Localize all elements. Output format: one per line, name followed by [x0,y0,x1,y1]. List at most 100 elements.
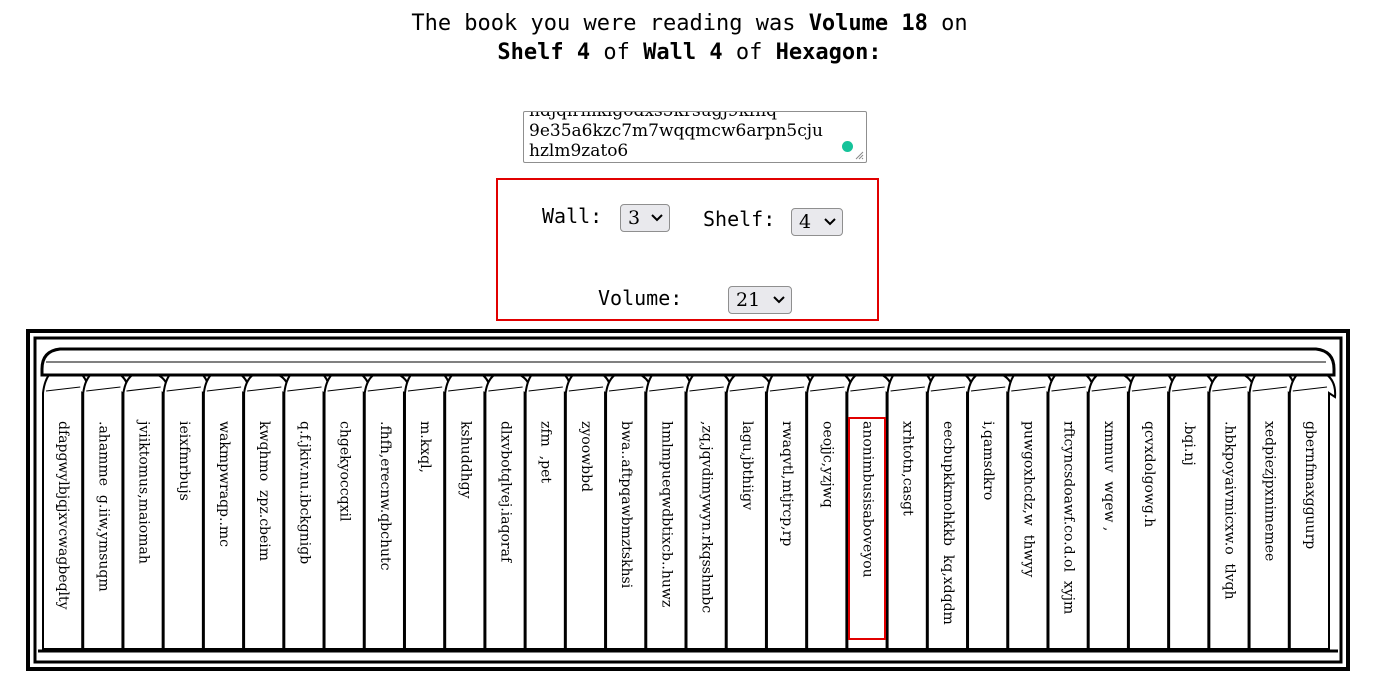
grammar-dot-icon[interactable] [842,141,853,152]
book-spine-title[interactable]: eecbupkkmohkkb kq,xdqdm [939,421,956,625]
book-top-shading [1131,386,1167,392]
heading-on: on [927,11,968,36]
book-top-shading [1172,386,1207,392]
shelf-inner-frame [33,336,1343,664]
book-top-shading [930,386,966,392]
book-top-shading [769,386,805,392]
book-spine-title[interactable]: q.f.jkiv.nu.ibckgnigb [296,421,313,565]
shelf-outer-frame [26,329,1350,671]
book-spine-title[interactable]: .fhfh,erecnw.qbchutc [376,421,393,571]
book-top-shading [1292,386,1328,392]
book-spine-title[interactable]: bwa..aftpqawbmztskhsi [618,421,635,589]
book-spine-shape [162,365,210,650]
book-top-shading [247,386,282,392]
book-spine-shape [524,365,572,650]
current-book-highlight [848,417,886,640]
book-top-shading [206,386,242,392]
book-spine-shape [806,367,854,650]
book-shapes [42,365,1337,650]
book-top-shading [488,386,523,392]
book-spine-title[interactable]: hmlmpueqwdbtixcb..huwz [658,421,675,608]
book-spine-shape [564,367,613,650]
book-top-shading [407,386,443,392]
book-spine-title[interactable]: .ahamme g.iiw,ymsuqm [95,421,112,592]
book-spine-title[interactable]: i,qamsdkro [980,421,997,501]
book-spine-title[interactable]: xedpiezjpxnimemee [1261,421,1278,562]
title-line: ndjqlrmklgodxs5krsugj9kfnq [529,111,778,121]
book-top-shading [568,386,604,392]
book-spine-shape [967,369,1015,650]
book-top-shading [1212,386,1247,392]
book-top-shading [850,386,885,392]
book-top-shading [1091,386,1126,392]
book-spine-title[interactable]: puwgoxhcdz,w thwyy [1020,421,1037,578]
book-top-shading [327,386,362,392]
heading-line-1: The book you were reading was Volume 18 … [0,9,1379,38]
book-spine-title[interactable]: dfapgwylbjqjxvcwagbeqlty [55,421,72,610]
book-spine-title[interactable]: ieixfmrbujs [175,421,192,501]
wall-label: Wall: [542,204,603,228]
resize-grip-icon[interactable] [855,151,864,160]
heading-of-2: of [722,40,776,65]
book-spine-title[interactable]: qcvxdolgowg.h [1141,421,1158,528]
book-top-shading [287,386,322,392]
bookshelf-illustration [26,329,1350,671]
book-spine-title[interactable]: zyoowbbd [577,421,594,493]
book-spine-title[interactable]: anonimbusisaboveyou [859,421,876,578]
book-title-textarea[interactable]: ndjqlrmklgodxs5krsugj9kfnq 9e35a6kzc7m7w… [523,111,867,163]
shelf-select-value: 4 [799,211,812,233]
wall-select[interactable]: 3 [620,204,670,232]
book-spine-title[interactable]: xmmuv wqew , [1100,421,1117,532]
book-top-shading [448,386,483,392]
chevron-down-icon [651,214,663,222]
heading-wall: Wall 4 [643,40,723,65]
book-spine-title[interactable]: chgekyoccqxil [336,421,353,522]
book-spine-shape [444,367,492,650]
book-top-shading [729,386,764,392]
title-line: hzlm9zato6 [529,141,629,161]
book-top-shading [890,386,925,392]
book-spine-title[interactable]: rftcyncsdoawf.co.d.ol xyjm [1060,421,1077,615]
book-top-shading [126,386,161,392]
book-spine-title[interactable]: ,zq,jqvdimywyn.rkqsshmbc [698,421,715,614]
book-spine-title[interactable]: zfm ,pet [537,421,554,484]
book-top-shading [528,386,563,392]
shelf-select[interactable]: 4 [791,208,843,236]
book-spine-title[interactable]: jviiktomus,maiomah [135,421,152,564]
book-top-shading [1051,386,1086,392]
volume-select[interactable]: 21 [728,286,792,314]
book-spine-title[interactable]: rwaqvtl,mtjrcp,rp [779,421,796,547]
book-spine-title[interactable]: kshuddhgy [457,421,474,499]
title-line: 9e35a6kzc7m7wqqmcw6arpn5cju [529,121,823,141]
heading-hexagon: Hexagon: [775,40,882,65]
book-top-shading [86,386,121,392]
heading-shelf: Shelf 4 [497,40,591,65]
chevron-down-icon [824,218,836,226]
location-selector-panel: Wall: 3 Shelf: 4 Volume: 21 [496,178,879,321]
book-spine-title[interactable]: oeojjc,yzjwq [819,421,836,508]
book-top-shading [689,386,724,392]
heading-prefix: The book you were reading was [411,11,809,36]
book-spine-title[interactable]: m.kxql, [417,421,434,473]
book-spine-title[interactable]: kwqhmo zpz.cbeim [256,421,273,562]
book-spine-title[interactable]: dlxvbotqlvej.iaqoraf [497,421,514,563]
book-title-text[interactable]: ndjqlrmklgodxs5krsugj9kfnq 9e35a6kzc7m7w… [529,111,859,161]
book-spine-shape [403,365,452,650]
book-top-shading [166,386,201,392]
book-top-shading [367,386,403,392]
book-top-shading [45,386,81,392]
wall-select-value: 3 [628,207,641,229]
shelf-label: Shelf: [703,207,776,231]
book-top-shading [649,386,684,392]
chevron-down-icon [773,296,785,304]
book-spine-title[interactable]: wakmpwraqp..mc [215,421,232,548]
book-spine-title[interactable]: gbernfmaxgguurp [1301,421,1318,550]
book-top-shading [970,386,1006,392]
book-spine-title[interactable]: xrhtotn,casgt [899,421,916,516]
heading-volume: Volume 18 [808,11,928,36]
book-spine-title[interactable]: .bqi.nj [1181,421,1198,466]
book-spine-title[interactable]: .hbkpoyaivmicxw.o tlvqh [1221,421,1238,600]
book-top-shading [1252,386,1287,392]
heading-of-1: of [590,40,644,65]
book-spine-title[interactable]: lagu,jbthiigv [738,421,755,511]
